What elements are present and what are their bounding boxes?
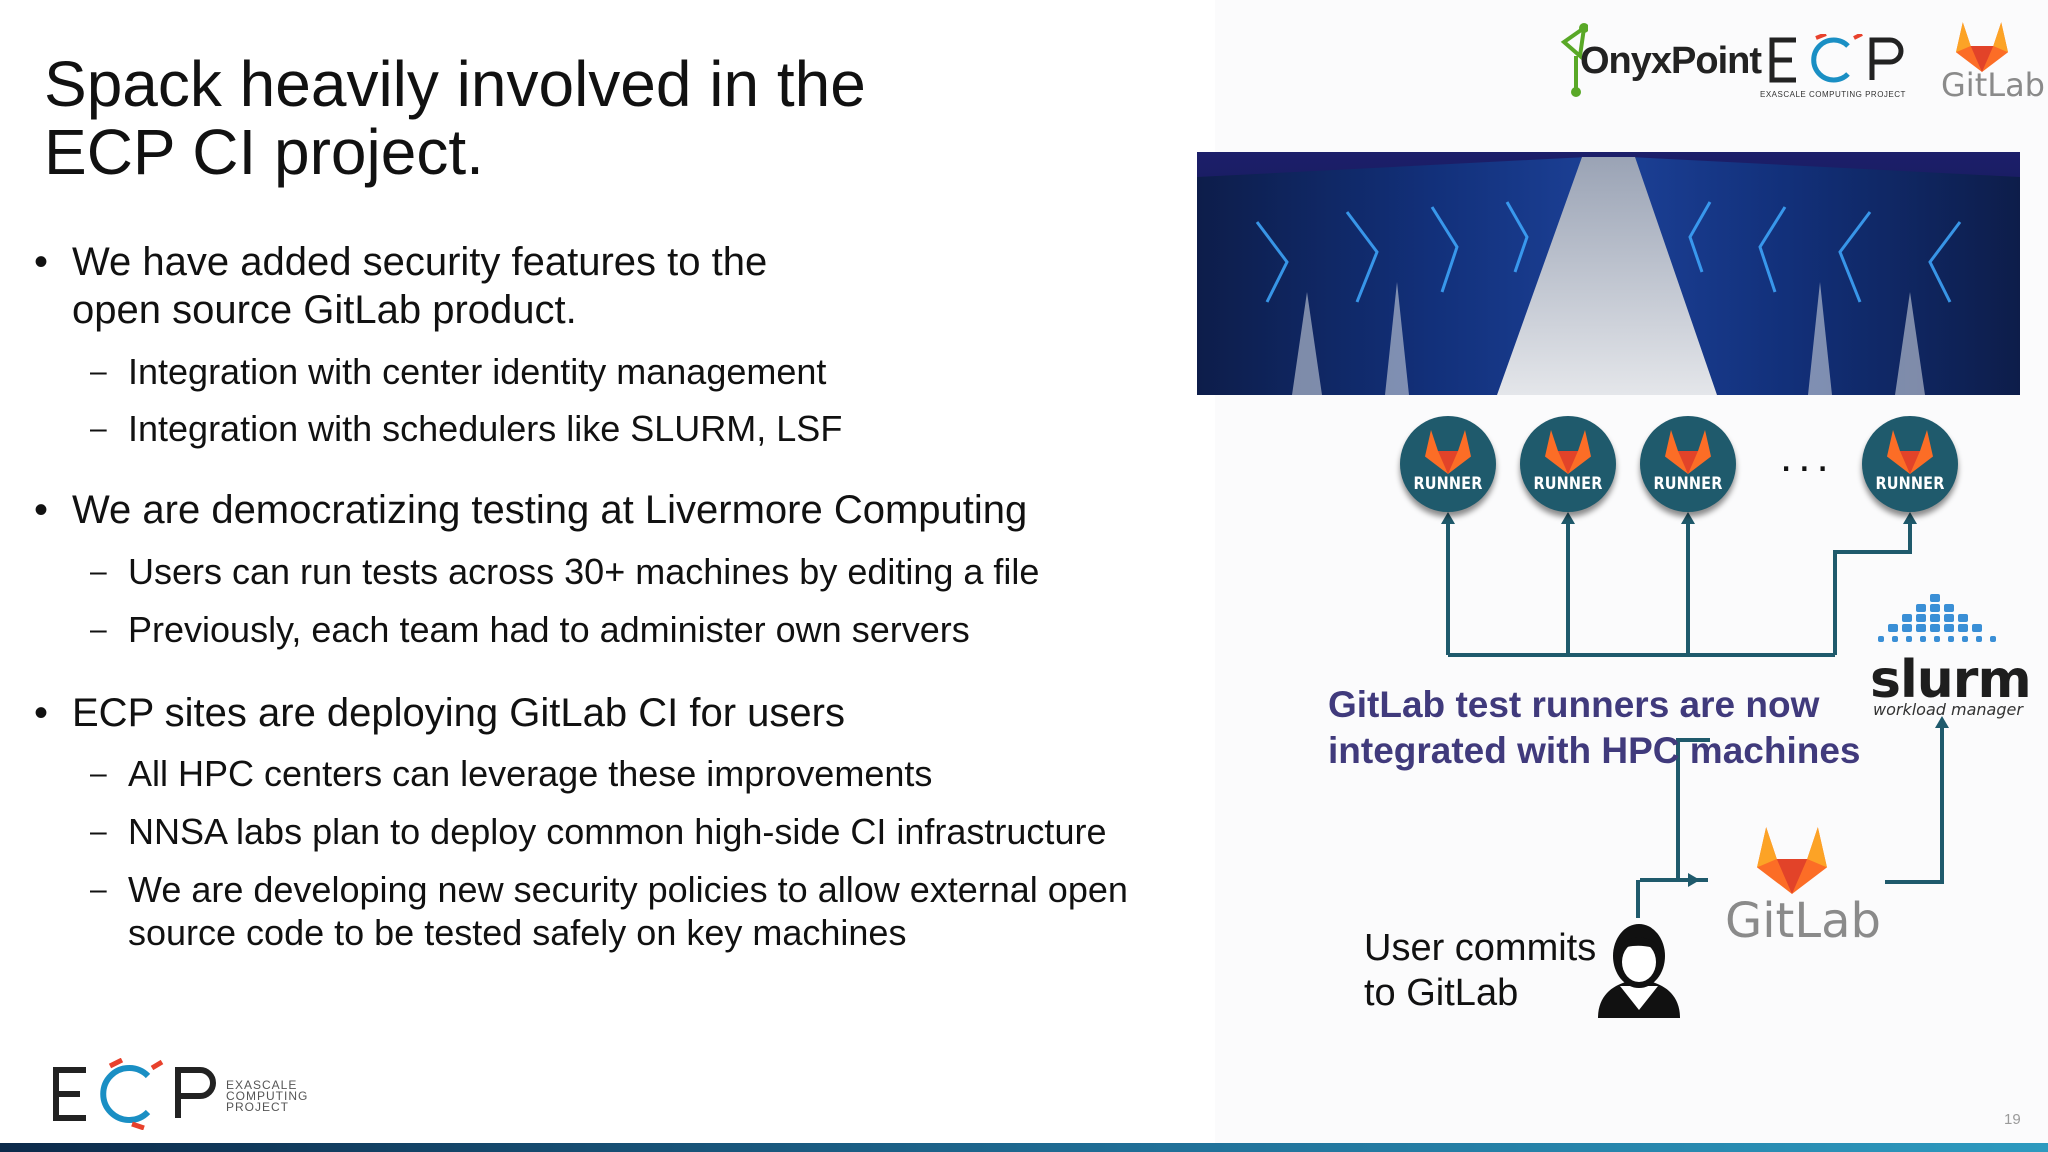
onyxpoint-logo-text: OnyxPoint: [1580, 40, 1762, 82]
gitlab-runner-4: RUNNER: [1862, 416, 1958, 512]
gitlab-logo-text: GitLab: [1725, 893, 1881, 949]
ecp-logo-subtitle: EXASCALE COMPUTING PROJECT: [1760, 90, 1906, 99]
slide-title: Spack heavily involved in the ECP CI pro…: [44, 48, 866, 188]
gitlab-runner-3: RUNNER: [1640, 416, 1736, 512]
gitlab-runner-1: RUNNER: [1400, 416, 1496, 512]
gitlab-runner-icon: [1665, 430, 1711, 474]
slurm-logo-subtitle: workload manager: [1873, 700, 2023, 719]
runner-ellipsis: ...: [1780, 432, 1835, 481]
gitlab-runner-icon: [1425, 430, 1471, 474]
ecp-bottom-logo-icon: [53, 1058, 216, 1130]
gitlab-runner-2: RUNNER: [1520, 416, 1616, 512]
page-number: 19: [2004, 1111, 2021, 1128]
gitlab-logo-icon: [1757, 827, 1827, 894]
supercomputer-photo: [1197, 152, 2020, 395]
ecp-logo-icon: [1769, 34, 1904, 83]
user-commit-caption: User commits to GitLab: [1364, 927, 1597, 1014]
gitlab-runner-icon: [1545, 430, 1591, 474]
slurm-logo-icon: [1878, 594, 1996, 642]
ecp-bottom-logo-subtitle: EXASCALE COMPUTING PROJECT: [226, 1078, 309, 1114]
footer-bar: [0, 1143, 2048, 1152]
gitlab-top-logo-icon: [1956, 22, 2008, 72]
slurm-logo-text: slurm: [1870, 650, 2032, 710]
gitlab-runner-icon: [1887, 430, 1933, 474]
integration-caption: GitLab test runners are now integrated w…: [1328, 684, 1861, 771]
onyxpoint-logo-icon: [1560, 23, 1588, 97]
user-icon: [1598, 924, 1680, 1018]
gitlab-top-logo-text: GitLab: [1941, 66, 2045, 104]
